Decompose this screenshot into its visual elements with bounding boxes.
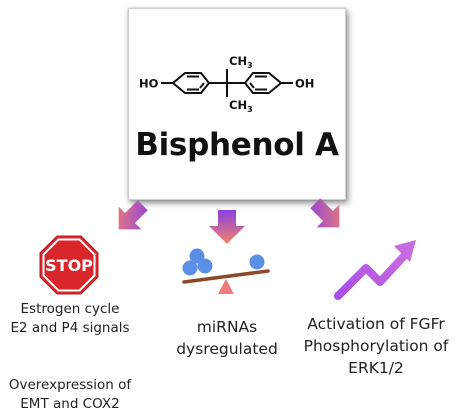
mirnas-label: miRNAs dysregulated xyxy=(164,316,290,360)
molecule-card: HO OH CH3 CH3 Bisphenol A xyxy=(128,8,346,200)
down-left-arrow-icon xyxy=(118,200,148,230)
trend-up-arrow-icon xyxy=(334,240,416,300)
bottom-methyl-label: CH3 xyxy=(229,98,253,114)
overexpression-line-1: Overexpression of xyxy=(8,377,132,393)
stop-sign-text: STOP xyxy=(45,256,93,275)
estrogen-cycle-label: Estrogen cycle E2 and P4 signals xyxy=(0,300,140,338)
balance-scale-icon xyxy=(182,248,270,294)
fgfr-line-3: ERK1/2 xyxy=(348,359,404,377)
fgfr-line-1: Activation of FGFr xyxy=(307,315,445,333)
fgfr-label: Activation of FGFr Phosphorylation of ER… xyxy=(294,313,458,379)
mirnas-line-2: dysregulated xyxy=(176,340,278,358)
oh-group-label: OH xyxy=(295,77,314,91)
estrogen-line-2: E2 and P4 signals xyxy=(10,320,130,336)
overexpression-line-2: EMT and COX2 xyxy=(20,396,120,412)
stop-sign-icon: STOP xyxy=(39,235,99,295)
top-methyl-label: CH3 xyxy=(229,54,253,70)
molecule-name: Bisphenol A xyxy=(135,127,339,163)
down-right-arrow-icon xyxy=(310,198,340,228)
fgfr-line-2: Phosphorylation of xyxy=(303,337,449,355)
bpa-structure-diagram: HO OH CH3 CH3 xyxy=(139,54,314,114)
estrogen-line-1: Estrogen cycle xyxy=(20,301,120,317)
ho-group-label: HO xyxy=(139,77,159,91)
down-arrow-icon xyxy=(209,210,245,244)
mirnas-line-1: miRNAs xyxy=(196,318,258,336)
overexpression-label: Overexpression of EMT and COX2 xyxy=(0,376,140,414)
